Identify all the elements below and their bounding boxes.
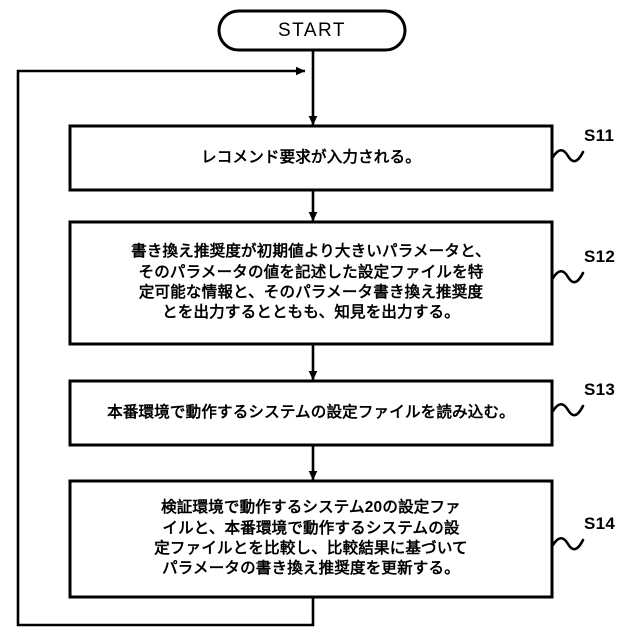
step-box-s14: [68, 479, 554, 599]
step-tag-s12: S12: [584, 247, 616, 266]
step-tag-s13: S13: [584, 380, 616, 399]
step-box-s12: [68, 220, 554, 346]
leader-squiggle-s13: [551, 402, 585, 417]
step-box-s13: [68, 379, 554, 447]
step-tag-s14: S14: [584, 514, 616, 533]
step-tag-s11: S11: [584, 126, 615, 145]
start-terminal-shape: [217, 9, 407, 52]
leader-squiggle-s12: [551, 269, 585, 284]
leader-squiggle-s14: [551, 536, 585, 551]
step-box-s11: [68, 124, 554, 192]
leader-squiggle-s11: [551, 148, 585, 163]
connector-feedback-loop: [16, 66, 315, 627]
